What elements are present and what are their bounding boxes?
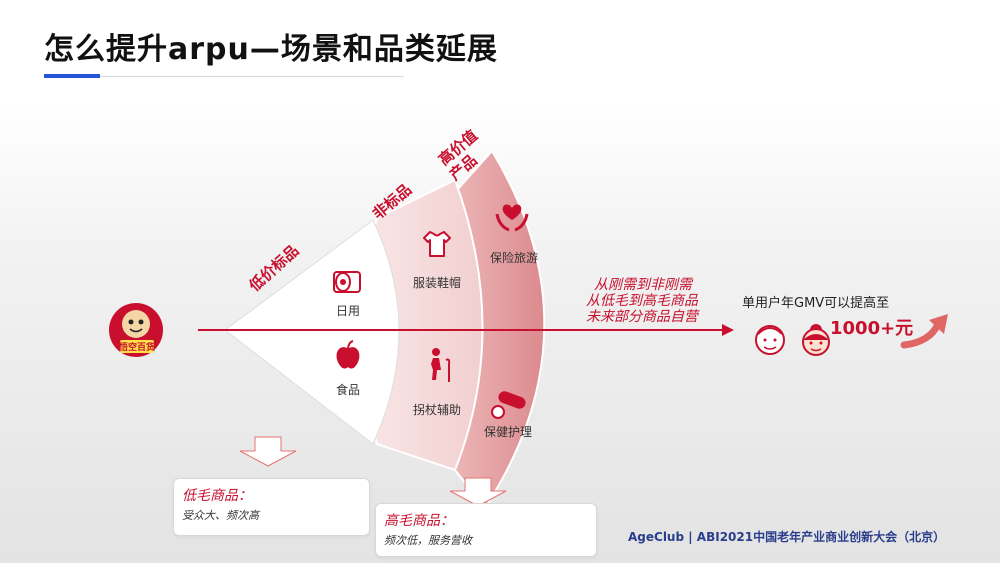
walking-cane-icon — [431, 348, 451, 382]
note-high-body: 频次低，服务营收 — [384, 534, 472, 547]
item-insurance: 保险旅游 — [490, 250, 538, 265]
toilet-paper-icon — [333, 271, 361, 293]
arrow-note-3: 未来部分商品自营 — [586, 309, 700, 325]
trend-up-icon — [900, 314, 948, 349]
svg-text:悟空百货: 悟空百货 — [119, 341, 155, 353]
shirt-icon — [423, 231, 451, 257]
note-low-heading: 低毛商品： — [182, 488, 252, 504]
arrow-note-2: 从低毛到高毛商品 — [586, 293, 699, 309]
note-low-body: 受众大、频次高 — [182, 509, 259, 522]
item-cane: 拐杖辅助 — [413, 402, 461, 417]
down-arrow-low — [239, 436, 297, 467]
down-arrow-high — [449, 477, 507, 507]
gmv-value: 1000+元 — [830, 318, 914, 339]
note-high-margin: 高毛商品： 频次低，服务营收 — [375, 503, 597, 557]
item-food: 食品 — [336, 382, 360, 397]
fan-ring-low-price — [224, 219, 400, 445]
page-title: 怎么提升arpu—场景和品类延展 — [44, 32, 498, 67]
item-health: 保健护理 — [484, 425, 532, 439]
pill-icon — [491, 391, 526, 419]
apple-icon — [336, 340, 360, 369]
elderly-man-icon — [755, 325, 785, 355]
footer-caption: AgeClub | ABI2021中国老年产业商业创新大会（北京） — [628, 530, 946, 544]
title-accent-bar — [44, 74, 100, 78]
item-clothing: 服装鞋帽 — [413, 275, 461, 290]
heart-hands-icon — [495, 204, 529, 232]
note-low-margin: 低毛商品： 受众大、频次高 — [173, 478, 370, 536]
title-divider — [44, 76, 404, 77]
item-daily: 日用 — [336, 304, 360, 318]
gmv-label: 单用户年GMV可以提高至 — [742, 296, 890, 311]
arrow-note-1: 从刚需到非刚需 — [594, 277, 694, 293]
note-high-heading: 高毛商品： — [384, 513, 454, 529]
elderly-woman-icon — [802, 324, 830, 356]
wukong-logo: 悟空百货 — [109, 303, 163, 357]
